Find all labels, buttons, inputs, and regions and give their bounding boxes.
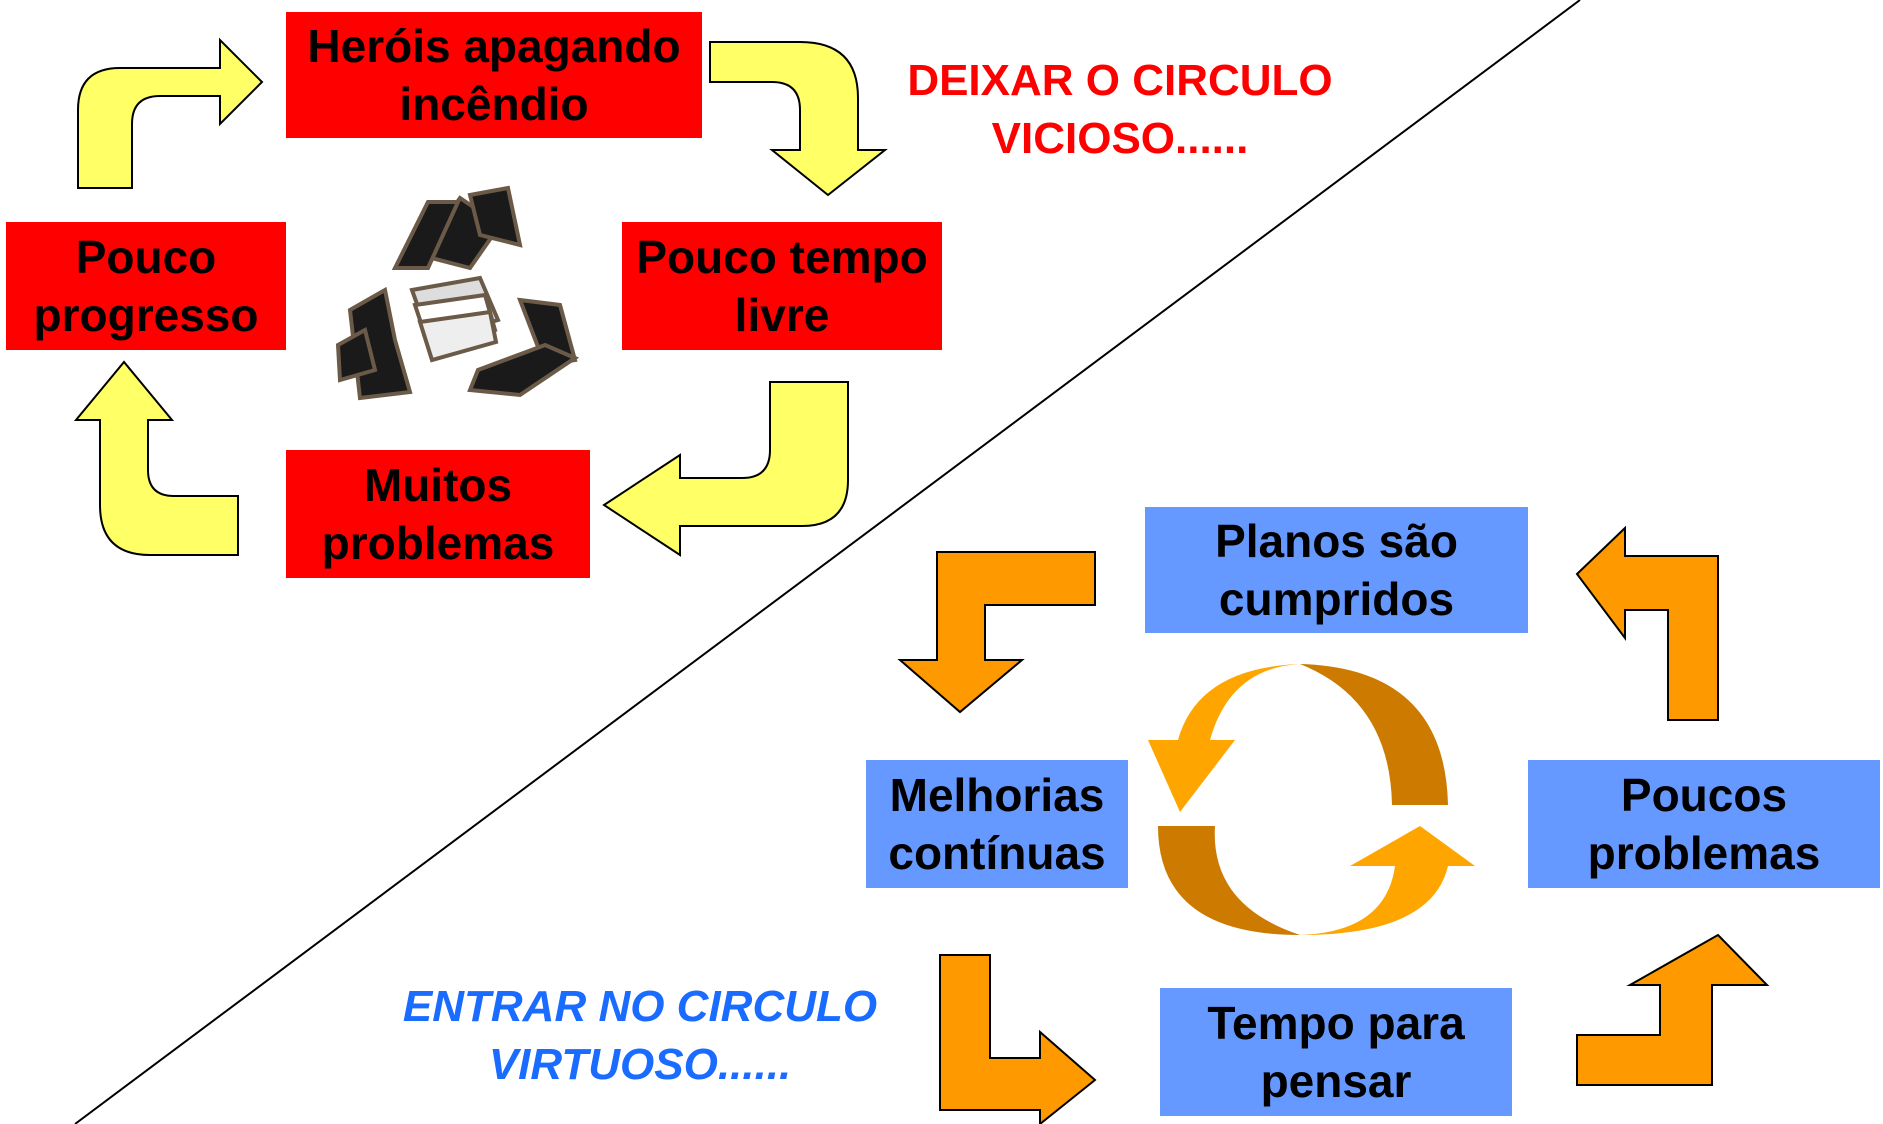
box-line-1: Melhorias [889, 769, 1105, 821]
orange-arrow-bottom-right [1576, 933, 1770, 1086]
vicious-caption: DEIXAR O CIRCULO VICIOSO...... [890, 52, 1350, 168]
box-line-1: Pouco [75, 231, 217, 283]
cycle-upper-back [1300, 664, 1448, 805]
recycle-icon [335, 185, 580, 401]
yellow-arrow-top-right [709, 41, 888, 197]
box-line-1: Tempo para [1207, 997, 1465, 1049]
box-line-2: cumpridos [1218, 573, 1455, 625]
box-line-2: pensar [1260, 1055, 1412, 1107]
virtuous-box-planos: Planos são cumpridos [1145, 507, 1528, 633]
vicious-box-herois: Heróis apagando incêndio [286, 12, 702, 138]
virtuous-box-tempo-pensar: Tempo para pensar [1160, 988, 1512, 1116]
box-line-1: Poucos [1620, 769, 1788, 821]
virtuous-caption: ENTRAR NO CIRCULO VIRTUOSO...... [360, 978, 920, 1094]
orange-arrow-bottom-left [939, 954, 1097, 1124]
vicious-caption-line-2: VICIOSO...... [991, 114, 1249, 163]
cycle-arrows-icon [1148, 664, 1475, 935]
box-line-1: Heróis apagando [307, 20, 681, 72]
virtuous-caption-line-1: ENTRAR NO CIRCULO [402, 982, 878, 1031]
vicious-box-pouco-progresso: Pouco progresso [6, 222, 286, 350]
yellow-arrow-top-left [77, 37, 264, 189]
vicious-caption-line-1: DEIXAR O CIRCULO [907, 56, 1333, 105]
vicious-box-muitos-problemas: Muitos problemas [286, 450, 590, 578]
cycle-upper-front [1148, 664, 1300, 812]
box-line-1: Muitos [363, 459, 513, 511]
cycle-lower-front [1300, 826, 1475, 935]
box-line-2: contínuas [888, 827, 1106, 879]
yellow-arrow-bottom-right [602, 381, 849, 557]
orange-arrow-top-right [1575, 525, 1719, 721]
box-line-1: Pouco tempo [636, 231, 928, 283]
box-line-1: Planos são [1215, 515, 1458, 567]
virtuous-box-melhorias: Melhorias contínuas [866, 760, 1128, 888]
box-line-2: progresso [33, 289, 259, 341]
vicious-box-pouco-tempo: Pouco tempo livre [622, 222, 942, 350]
box-line-2: livre [734, 289, 830, 341]
virtuous-caption-line-2: VIRTUOSO...... [488, 1040, 792, 1089]
orange-arrow-top-left-shape [897, 551, 1096, 714]
yellow-arrow-bottom-left [73, 360, 239, 556]
diagonal-divider [74, 0, 1581, 1124]
box-line-2: problemas [1587, 827, 1821, 879]
box-line-2: incêndio [399, 78, 589, 130]
box-line-2: problemas [321, 517, 555, 569]
virtuous-box-poucos-problemas: Poucos problemas [1528, 760, 1880, 888]
cycle-lower-back [1158, 826, 1300, 935]
